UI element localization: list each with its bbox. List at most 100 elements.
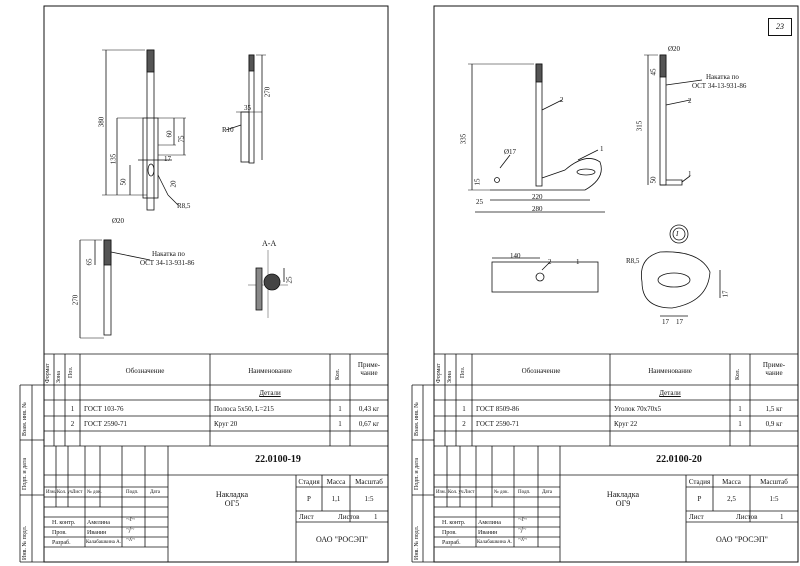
dim-380: 380: [97, 116, 106, 128]
knurl-note-line2: ОСТ 34-13-931-86: [692, 82, 747, 90]
hdr-note: Приме- чание: [762, 361, 786, 377]
rev-data: Дата: [542, 490, 552, 495]
role-nkontr: Н. контр.: [442, 520, 466, 526]
stamp-sheet-label: Лист: [299, 513, 314, 521]
hdr-zone: Зона: [56, 371, 62, 383]
pos-label-1a: 1: [600, 145, 604, 153]
pos-label-2b: 2: [688, 97, 692, 105]
row-note: 0,67 кг: [358, 420, 380, 428]
rev-izm: Изм.: [46, 490, 56, 495]
pos-label-2c: 2: [548, 258, 552, 266]
row-qty: 1: [738, 420, 742, 428]
side-label-sign-date: Подп. и дата: [414, 457, 420, 490]
dim-dia20: Ø20: [112, 217, 125, 225]
stamp-stage-label: Стадия: [298, 478, 320, 486]
row-note: 1,5 кг: [765, 405, 783, 413]
technical-drawing-left: [19, 5, 389, 563]
signature-prov: ~ʃ~: [518, 527, 527, 533]
hdr-qty: Кол.: [335, 368, 341, 380]
side-label-inv-vzam: Взам. инв. №: [414, 402, 420, 436]
signature-prov: ~ʃ~: [126, 527, 135, 533]
dim-135: 135: [109, 153, 118, 165]
stamp-scale-label: Масштаб: [355, 478, 383, 486]
rev-ndoc: № док.: [494, 490, 509, 495]
part-title-line2: ОГ5: [224, 499, 240, 508]
dim-17: 17: [164, 155, 171, 163]
person-razrab: Калабашкина А.: [477, 540, 512, 545]
row-pos: 2: [462, 420, 466, 428]
dim-50: 50: [119, 178, 128, 186]
dim-25: 25: [285, 276, 294, 284]
drawing-sheet-right: 23 Взам. инв. № Подп. и дата Инв. № подл…: [410, 0, 800, 566]
dim-17c: 17: [676, 318, 683, 326]
part-title-line1: Накладка: [606, 490, 640, 499]
section-details: Детали: [659, 389, 681, 397]
stamp-scale-value: 1:5: [769, 495, 779, 503]
dim-270b: 270: [71, 294, 80, 306]
dim-220: 220: [532, 193, 543, 201]
stamp-stage-value: Р: [307, 495, 311, 503]
hdr-qty: Кол.: [735, 368, 741, 380]
part-title-line2: ОГ9: [615, 499, 631, 508]
technical-drawing-right: [411, 5, 799, 563]
hdr-designation: Обозначение: [125, 367, 165, 375]
hdr-note: Приме- чание: [357, 361, 381, 377]
stamp-sheet-label: Лист: [689, 513, 704, 521]
knurl-note-line1: Накатка по: [152, 250, 185, 258]
pos-label-2a: 2: [560, 96, 564, 104]
organization: ОАО "РОСЭП": [716, 535, 768, 544]
section-details: Детали: [259, 389, 281, 397]
row-pos: 1: [70, 405, 75, 413]
hdr-name: Наименование: [648, 367, 692, 375]
rev-kol: Кол. уч.: [57, 490, 74, 495]
rev-list: Лист: [464, 490, 475, 495]
row-qty: 1: [338, 420, 342, 428]
dim-35: 35: [244, 104, 251, 112]
row-qty: 1: [738, 405, 742, 413]
side-label-inv-vzam: Взам. инв. №: [22, 402, 28, 436]
dim-r85: R8,5: [626, 257, 640, 265]
person-nkontr: Амелина: [478, 520, 501, 526]
role-razrab: Разраб.: [442, 540, 461, 546]
rev-list: Лист: [72, 490, 83, 495]
side-label-inv-podl: Инв. № подл.: [414, 525, 420, 560]
document-code: 22.0100-19: [255, 454, 301, 465]
row-designation: ГОСТ 2590-71: [84, 420, 128, 428]
stamp-sheets-count: 1: [780, 513, 784, 521]
role-nkontr: Н. контр.: [52, 520, 76, 526]
role-prov: Пров.: [52, 530, 67, 536]
dim-140: 140: [510, 252, 521, 260]
dim-25: 25: [476, 198, 483, 206]
dim-335: 335: [459, 133, 468, 145]
signature-razrab: ~ʎ~: [518, 537, 528, 543]
part-title-line1: Накладка: [215, 490, 249, 499]
dim-65: 65: [85, 258, 94, 266]
rev-izm: Изм.: [436, 490, 446, 495]
dim-r10: R10: [222, 126, 234, 134]
row-name: Круг 22: [614, 420, 638, 428]
knurl-note-line2: ОСТ 34-13-931-86: [140, 259, 195, 267]
dim-280: 280: [532, 205, 543, 213]
signature-nkontr: ~ℓ~: [518, 517, 527, 523]
stamp-scale-label: Масштаб: [760, 478, 788, 486]
rev-podp: Подп.: [518, 490, 531, 495]
dim-270: 270: [263, 86, 272, 98]
person-nkontr: Амелина: [87, 520, 110, 526]
hdr-zone: Зона: [447, 371, 453, 383]
drawing-sheet-left: Взам. инв. № Подп. и дата Инв. № подл. 3…: [0, 0, 390, 566]
person-prov: Иванин: [478, 530, 498, 536]
organization: ОАО "РОСЭП": [316, 535, 368, 544]
dim-r85: R8,5: [177, 202, 191, 210]
person-razrab: Калабашкина А.: [86, 540, 121, 545]
dim-60: 60: [165, 130, 174, 138]
row-note: 0,9 кг: [765, 420, 783, 428]
dim-45: 45: [649, 68, 658, 76]
page-number: 23: [768, 18, 792, 36]
row-pos: 1: [462, 405, 466, 413]
role-prov: Пров.: [442, 530, 457, 536]
knurl-note-line1: Накатка по: [706, 73, 739, 81]
dim-dia20: Ø20: [668, 45, 681, 53]
dim-50: 50: [649, 176, 658, 184]
dim-17a: 17: [721, 290, 730, 298]
stamp-sheets-label: Листов: [338, 513, 360, 521]
